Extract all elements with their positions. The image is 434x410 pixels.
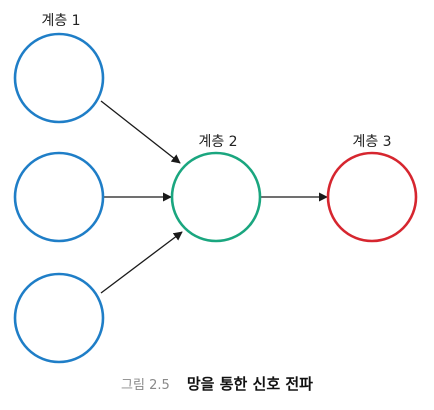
layer-3-node-1 [326, 151, 418, 243]
layer-1-node-1 [13, 32, 105, 124]
connection-l1n1-to-l2 [100, 100, 181, 164]
layer-2-node-1 [170, 151, 262, 243]
figure-caption: 그림 2.5 망을 통한 신호 전파 [121, 374, 313, 393]
layer-1-node-2 [13, 151, 105, 243]
figure-title: 망을 통한 신호 전파 [187, 375, 313, 393]
layer-1-label: 계층 1 [41, 13, 80, 29]
connection-l1n3-to-l2 [100, 231, 183, 294]
figure-number: 그림 2.5 [121, 378, 170, 393]
layer-1-node-3 [13, 272, 105, 364]
layer-3-label: 계층 3 [352, 134, 391, 150]
layer-2-label: 계층 2 [198, 134, 237, 150]
